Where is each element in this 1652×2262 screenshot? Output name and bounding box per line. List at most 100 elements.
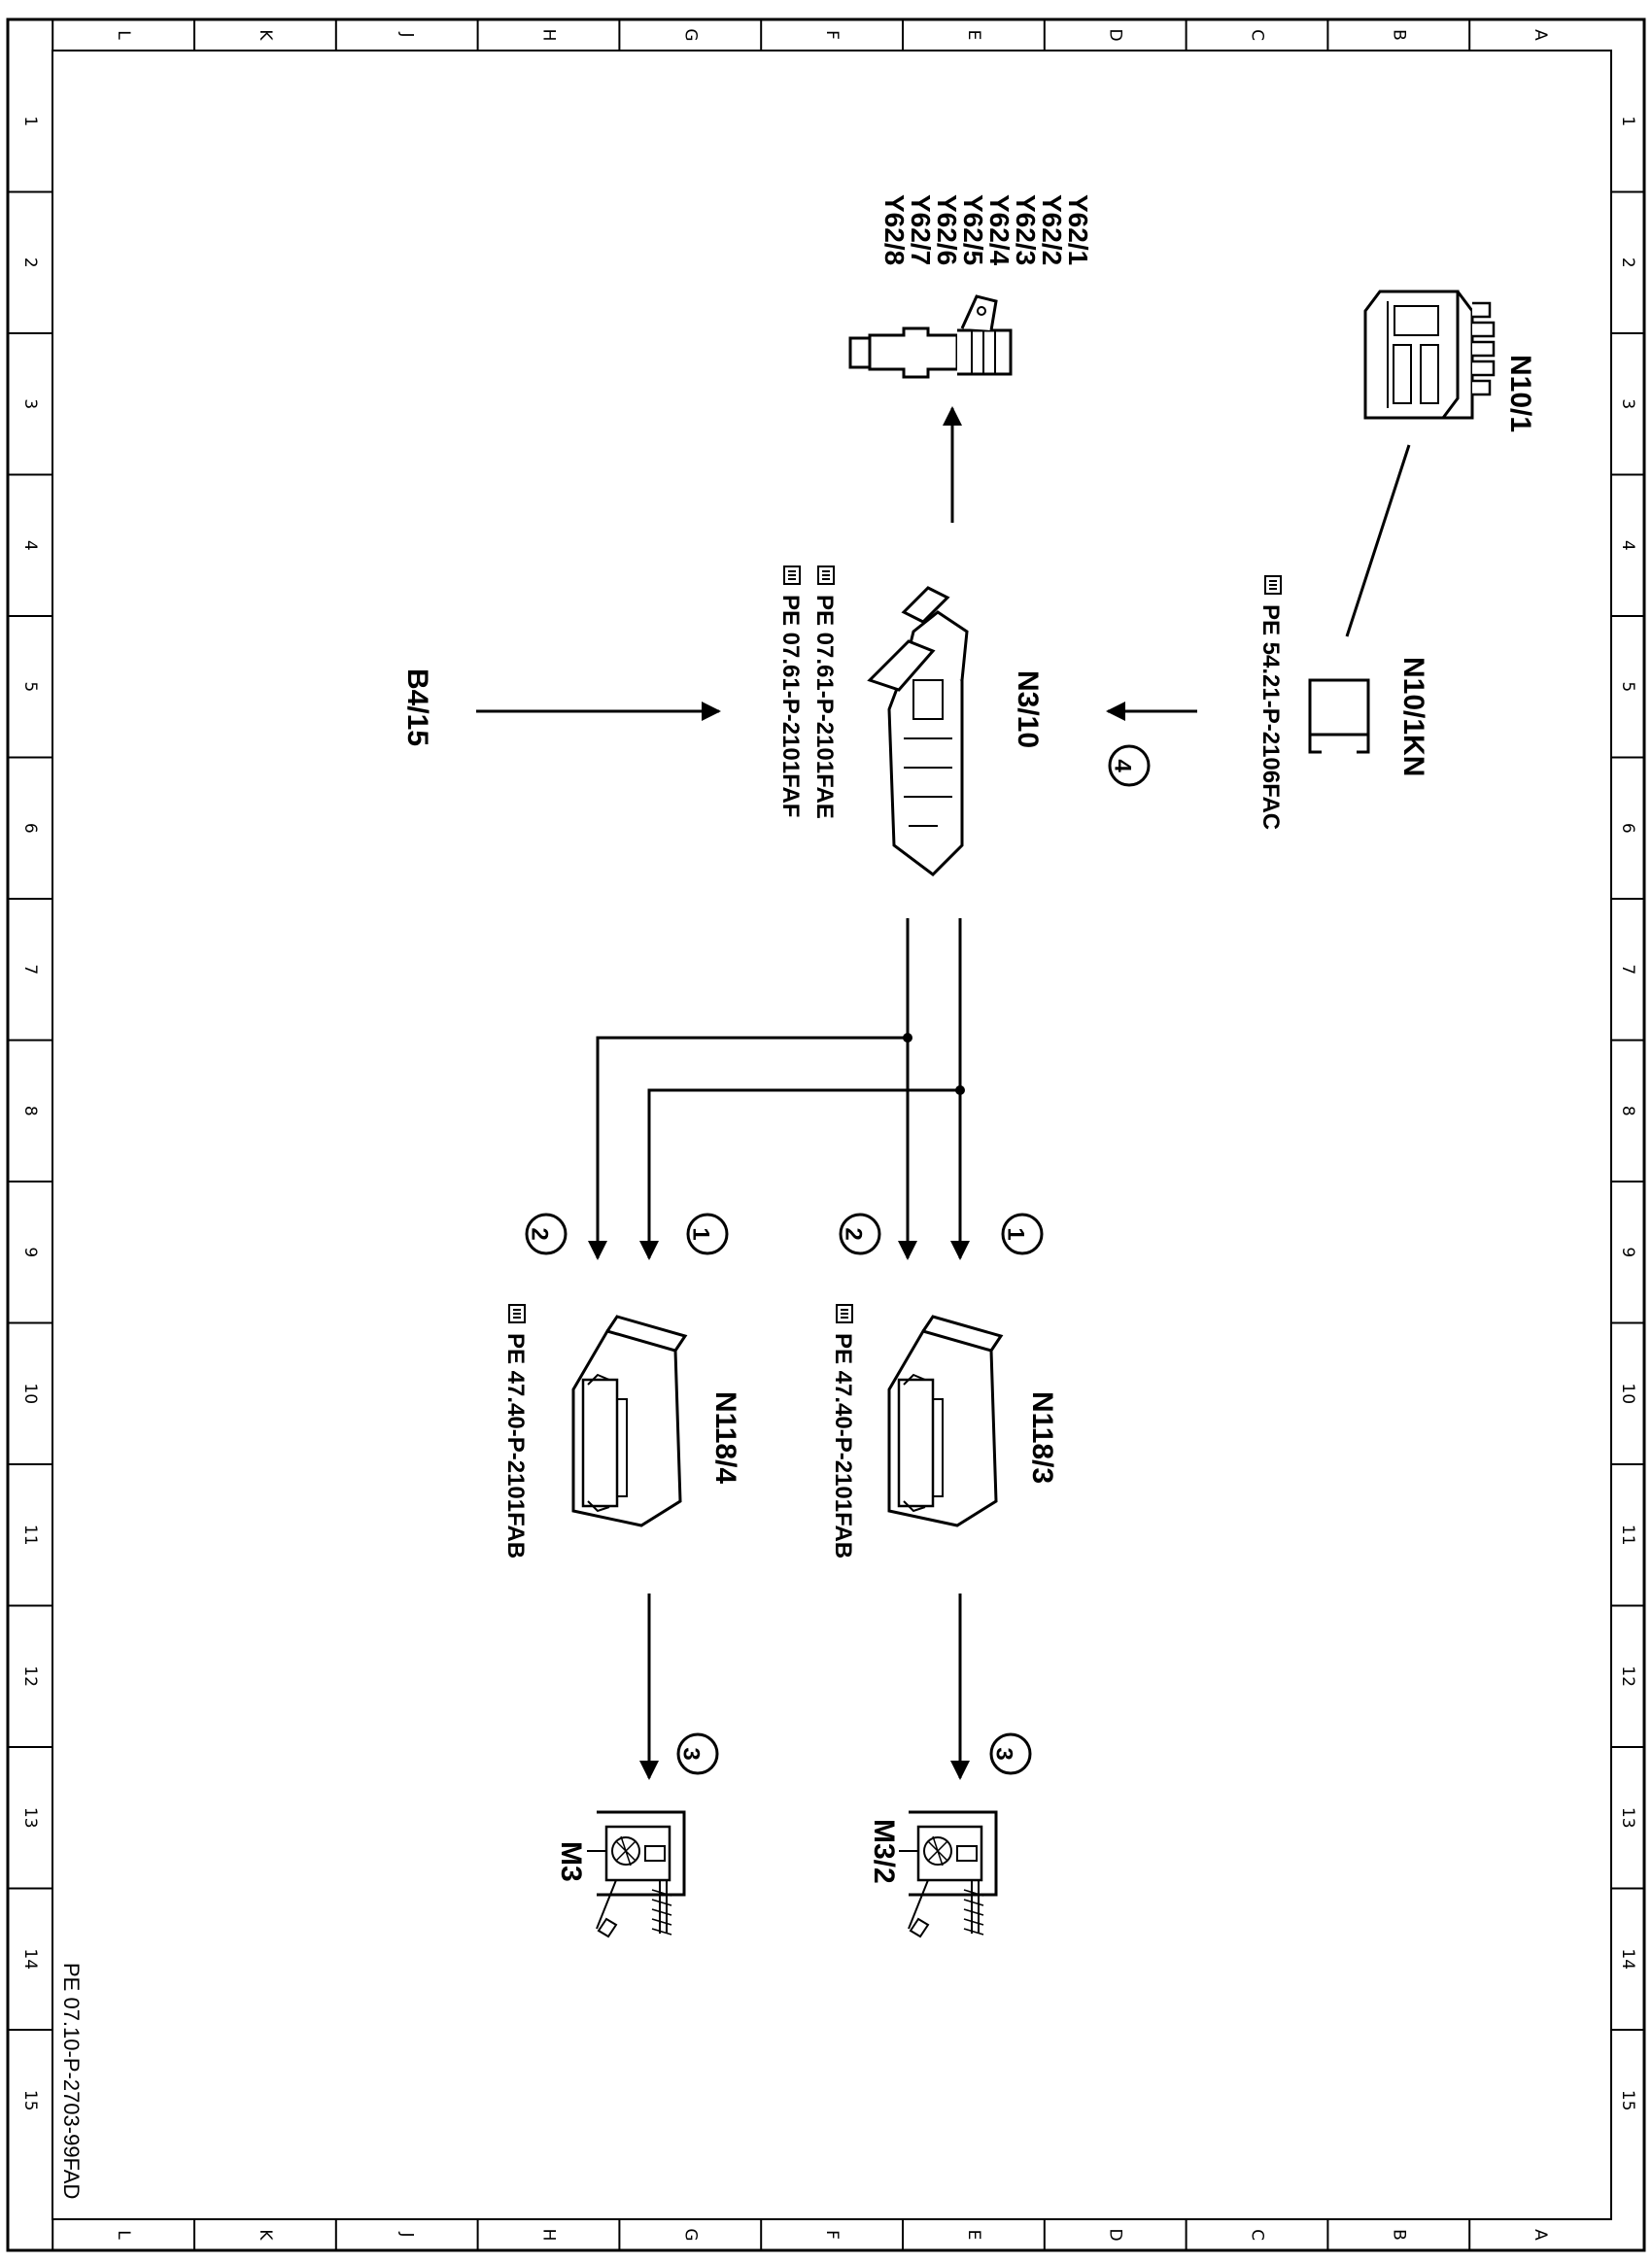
grid-col-label-bottom: A xyxy=(1531,2229,1550,2241)
injector-label: Y62/4 xyxy=(984,194,1015,266)
circle-3-right-label: 3 xyxy=(991,1747,1017,1760)
grid-row-label-left: 8 xyxy=(20,1106,40,1116)
n118-4-ref-pointer-icon xyxy=(508,1304,526,1323)
n118-3-ref-pointer-icon xyxy=(836,1304,853,1323)
grid-col-label-bottom: G xyxy=(680,2228,700,2241)
grid-col-label-bottom: E xyxy=(964,2230,983,2241)
grid-row-label-right: 13 xyxy=(1618,1807,1637,1829)
n118-3-label: N118/3 xyxy=(1026,1391,1058,1484)
circle-1-left xyxy=(686,1213,729,1255)
grid-row-label-right: 4 xyxy=(1618,540,1637,551)
n10-1kn-relay-icon xyxy=(1308,678,1370,754)
grid-col-label-top: D xyxy=(1106,28,1125,41)
grid-col-label-bottom: B xyxy=(1389,2229,1408,2241)
circle-2-left xyxy=(525,1213,568,1255)
grid-row-label-right: 9 xyxy=(1618,1247,1637,1257)
grid-row-label-left: 13 xyxy=(20,1807,40,1829)
n118-3-ref: PE 47.40-P-2101FAB xyxy=(830,1333,856,1559)
circle-3-right xyxy=(989,1732,1032,1775)
grid-col-label-top: H xyxy=(539,29,559,42)
m3-fuel-pump-icon xyxy=(587,1810,686,1938)
n3-10-label: N3/10 xyxy=(1012,670,1044,748)
n10-1-label: N10/1 xyxy=(1504,355,1536,432)
grid-row-label-left: 9 xyxy=(20,1247,40,1257)
outer-frame xyxy=(6,17,1646,2252)
grid-col-label-top: A xyxy=(1531,29,1550,41)
n118-4-module-icon xyxy=(571,1315,688,1527)
injector-label: Y62/3 xyxy=(1011,194,1041,265)
circle-4 xyxy=(1108,744,1151,787)
n10-1-module-icon xyxy=(1363,290,1496,420)
n3-10-ref-1: PE 07.61-P-2101FAE xyxy=(811,595,838,819)
grid-row-label-right: 1 xyxy=(1618,116,1637,126)
grid-row-label-left: 7 xyxy=(20,964,40,975)
grid-row-label-left: 5 xyxy=(20,681,40,692)
grid-col-label-bottom: D xyxy=(1106,2228,1125,2241)
grid-row-label-left: 14 xyxy=(20,1948,40,1970)
n10-1kn-ref-pointer-icon xyxy=(1264,575,1282,595)
grid-col-label-bottom: K xyxy=(256,2229,275,2241)
grid-col-label-top: E xyxy=(964,30,983,41)
circle-2-right-label: 2 xyxy=(841,1227,867,1240)
n118-4-ref: PE 47.40-P-2101FAB xyxy=(502,1333,529,1559)
circle-3-left xyxy=(676,1732,719,1775)
grid-row-label-right: 11 xyxy=(1618,1525,1637,1546)
grid-col-label-bottom: J xyxy=(397,2231,417,2237)
grid-row-label-right: 7 xyxy=(1618,964,1637,975)
grid-col-label-bottom: F xyxy=(822,2230,842,2240)
grid-row-label-left: 6 xyxy=(20,823,40,834)
m3-2-label: M3/2 xyxy=(868,1819,900,1884)
inner-frame xyxy=(52,50,1612,2220)
grid-row-label-right: 14 xyxy=(1618,1948,1637,1970)
injector-label: Y62/6 xyxy=(932,194,962,265)
n10-1kn-label: N10/1KN xyxy=(1397,657,1429,776)
grid-row-label-left: 11 xyxy=(20,1525,40,1546)
grid-row-label-left: 3 xyxy=(20,398,40,409)
n3-10-ecu-icon xyxy=(867,586,969,876)
circle-2-left-label: 2 xyxy=(527,1227,553,1240)
circle-2-right xyxy=(839,1213,881,1255)
n3-10-ref-pointer-icon-2 xyxy=(783,566,801,585)
grid-row-label-left: 1 xyxy=(20,116,40,126)
grid-col-label-top: J xyxy=(397,31,417,37)
bus-branch-2 xyxy=(588,1036,908,1260)
n10-1-to-relay-line xyxy=(1345,444,1411,637)
grid-row-label-left: 15 xyxy=(20,2090,40,2111)
circle-1-right-label: 1 xyxy=(1003,1227,1029,1240)
grid-row-label-left: 4 xyxy=(20,540,40,551)
grid-col-label-top: K xyxy=(256,29,275,41)
grid-row-label-left: 10 xyxy=(20,1383,40,1404)
drawing-code: PE 07.10-P-2703-99FAD xyxy=(59,1963,84,2199)
grid-row-label-right: 8 xyxy=(1618,1106,1637,1116)
injector-label: Y62/8 xyxy=(879,194,910,265)
injector-label: Y62/7 xyxy=(906,194,936,265)
injector-label: Y62/5 xyxy=(958,194,988,265)
injector-label: Y62/1 xyxy=(1063,194,1093,265)
injector-label: Y62/2 xyxy=(1037,194,1067,265)
b4-15-label: B4/15 xyxy=(401,668,433,746)
m3-2-fuel-pump-icon xyxy=(899,1810,998,1938)
n3-10-ref-2: PE 07.61-P-2101FAF xyxy=(777,595,804,817)
grid-row-label-right: 12 xyxy=(1618,1665,1637,1687)
grid-row-label-right: 3 xyxy=(1618,398,1637,409)
circle-4-label: 4 xyxy=(1110,759,1136,772)
grid-col-label-top: C xyxy=(1248,29,1267,41)
injector-icon xyxy=(848,294,1013,379)
n10-1kn-ref: PE 54.21-P-2106FAC xyxy=(1257,604,1284,830)
grid-row-label-right: 5 xyxy=(1618,681,1637,692)
n118-3-module-icon xyxy=(887,1315,1004,1527)
n3-10-ref-pointer-icon-1 xyxy=(817,566,835,585)
grid-col-label-bottom: L xyxy=(114,2230,133,2240)
bus-branch-1 xyxy=(639,1088,960,1260)
m3-label: M3 xyxy=(555,1841,587,1882)
grid-col-label-top: B xyxy=(1389,29,1408,41)
n118-4-label: N118/4 xyxy=(709,1391,741,1484)
grid-row-label-right: 6 xyxy=(1618,823,1637,834)
grid-col-label-top: F xyxy=(822,30,842,40)
grid-col-label-top: G xyxy=(680,28,700,41)
grid-col-label-bottom: C xyxy=(1248,2229,1267,2241)
grid-col-label-bottom: H xyxy=(539,2229,559,2242)
